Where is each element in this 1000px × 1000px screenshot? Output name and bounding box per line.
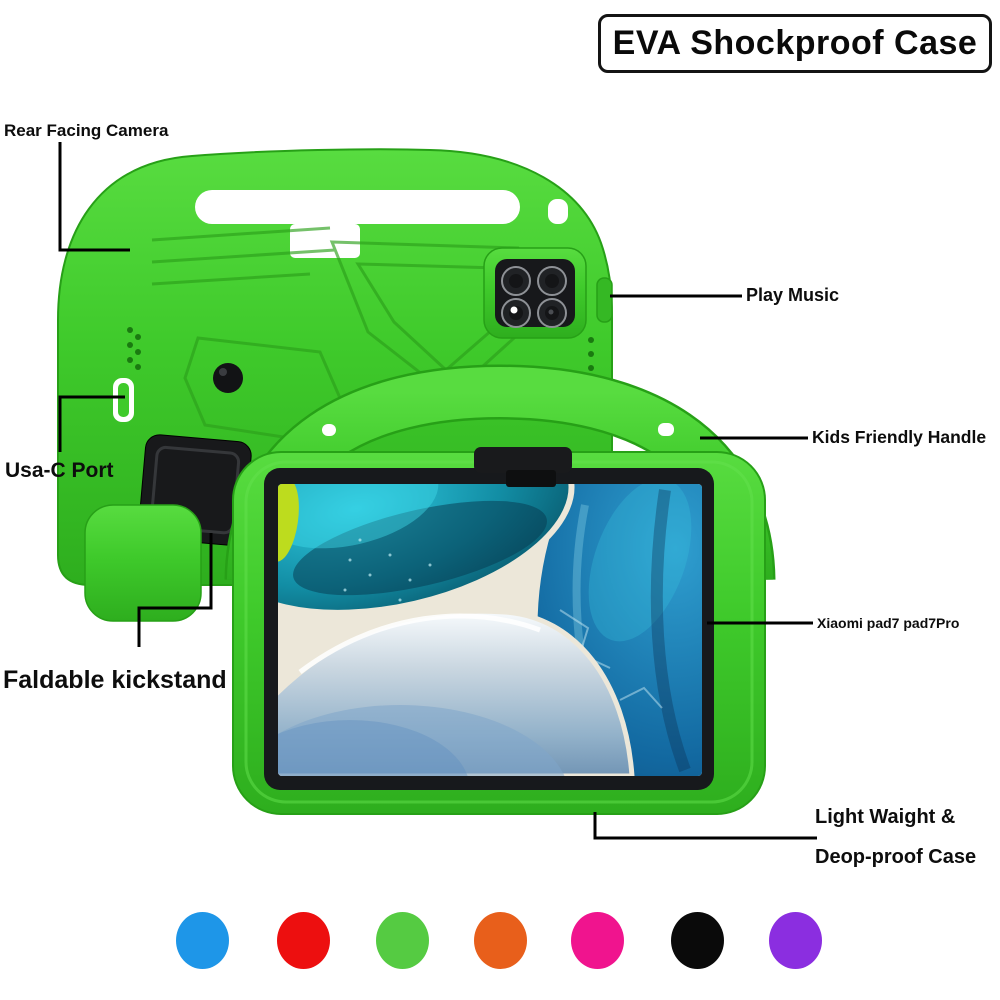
label-play-music: Play Music bbox=[746, 285, 840, 305]
camera-module bbox=[483, 247, 587, 339]
color-swatch-blue[interactable] bbox=[176, 912, 229, 969]
handle-end-slot-right bbox=[658, 423, 674, 436]
usb-c-port bbox=[113, 378, 134, 422]
color-swatch-black[interactable] bbox=[671, 912, 724, 969]
callout-line-light-weight bbox=[593, 812, 817, 840]
case-foot bbox=[84, 504, 202, 622]
callout-lines bbox=[58, 142, 817, 840]
wallpaper-teal-blob bbox=[278, 484, 575, 616]
side-notch bbox=[596, 277, 613, 323]
tablet-screen bbox=[278, 484, 702, 776]
handle-end-slot-left bbox=[322, 424, 336, 436]
kickstand-button-knob bbox=[213, 363, 243, 393]
callout-line-rear-camera bbox=[58, 142, 130, 252]
case-front-view bbox=[224, 364, 776, 815]
camera-lenses bbox=[501, 266, 567, 328]
handle-slot-small-cutout bbox=[548, 199, 568, 224]
title-text: EVA Shockproof Case bbox=[612, 24, 978, 62]
callout-line-usb-port bbox=[58, 395, 125, 452]
handle-clasp bbox=[474, 447, 572, 487]
speaker-holes-right bbox=[588, 337, 594, 371]
label-kids-friendly-handle: Kids Friendly Handle bbox=[812, 427, 987, 447]
handle-slot-cutout bbox=[195, 190, 520, 224]
color-swatch-purple[interactable] bbox=[769, 912, 822, 969]
wallpaper-silver-dome bbox=[278, 608, 635, 776]
callout-line-kickstand bbox=[137, 533, 213, 647]
color-swatch-pink[interactable] bbox=[571, 912, 624, 969]
label-foldable-kickstand: Faldable kickstand bbox=[3, 666, 227, 694]
label-light-weight-line1: Light Waight & bbox=[815, 806, 956, 828]
top-notch-cutout bbox=[290, 224, 360, 258]
wallpaper-yellow-sliver bbox=[278, 484, 299, 562]
label-device-model: Xiaomi pad7 pad7Pro bbox=[817, 615, 960, 631]
color-swatch-green[interactable] bbox=[376, 912, 429, 969]
color-swatch-orange[interactable] bbox=[474, 912, 527, 969]
speaker-holes-left bbox=[127, 327, 141, 370]
color-swatch-red[interactable] bbox=[277, 912, 330, 969]
label-light-weight-line2: Deop-proof Case bbox=[815, 846, 977, 868]
label-usb-c-port: Usa-C Port bbox=[5, 459, 114, 482]
title-banner: EVA Shockproof Case bbox=[598, 14, 992, 73]
label-rear-facing-camera: Rear Facing Camera bbox=[4, 121, 169, 140]
